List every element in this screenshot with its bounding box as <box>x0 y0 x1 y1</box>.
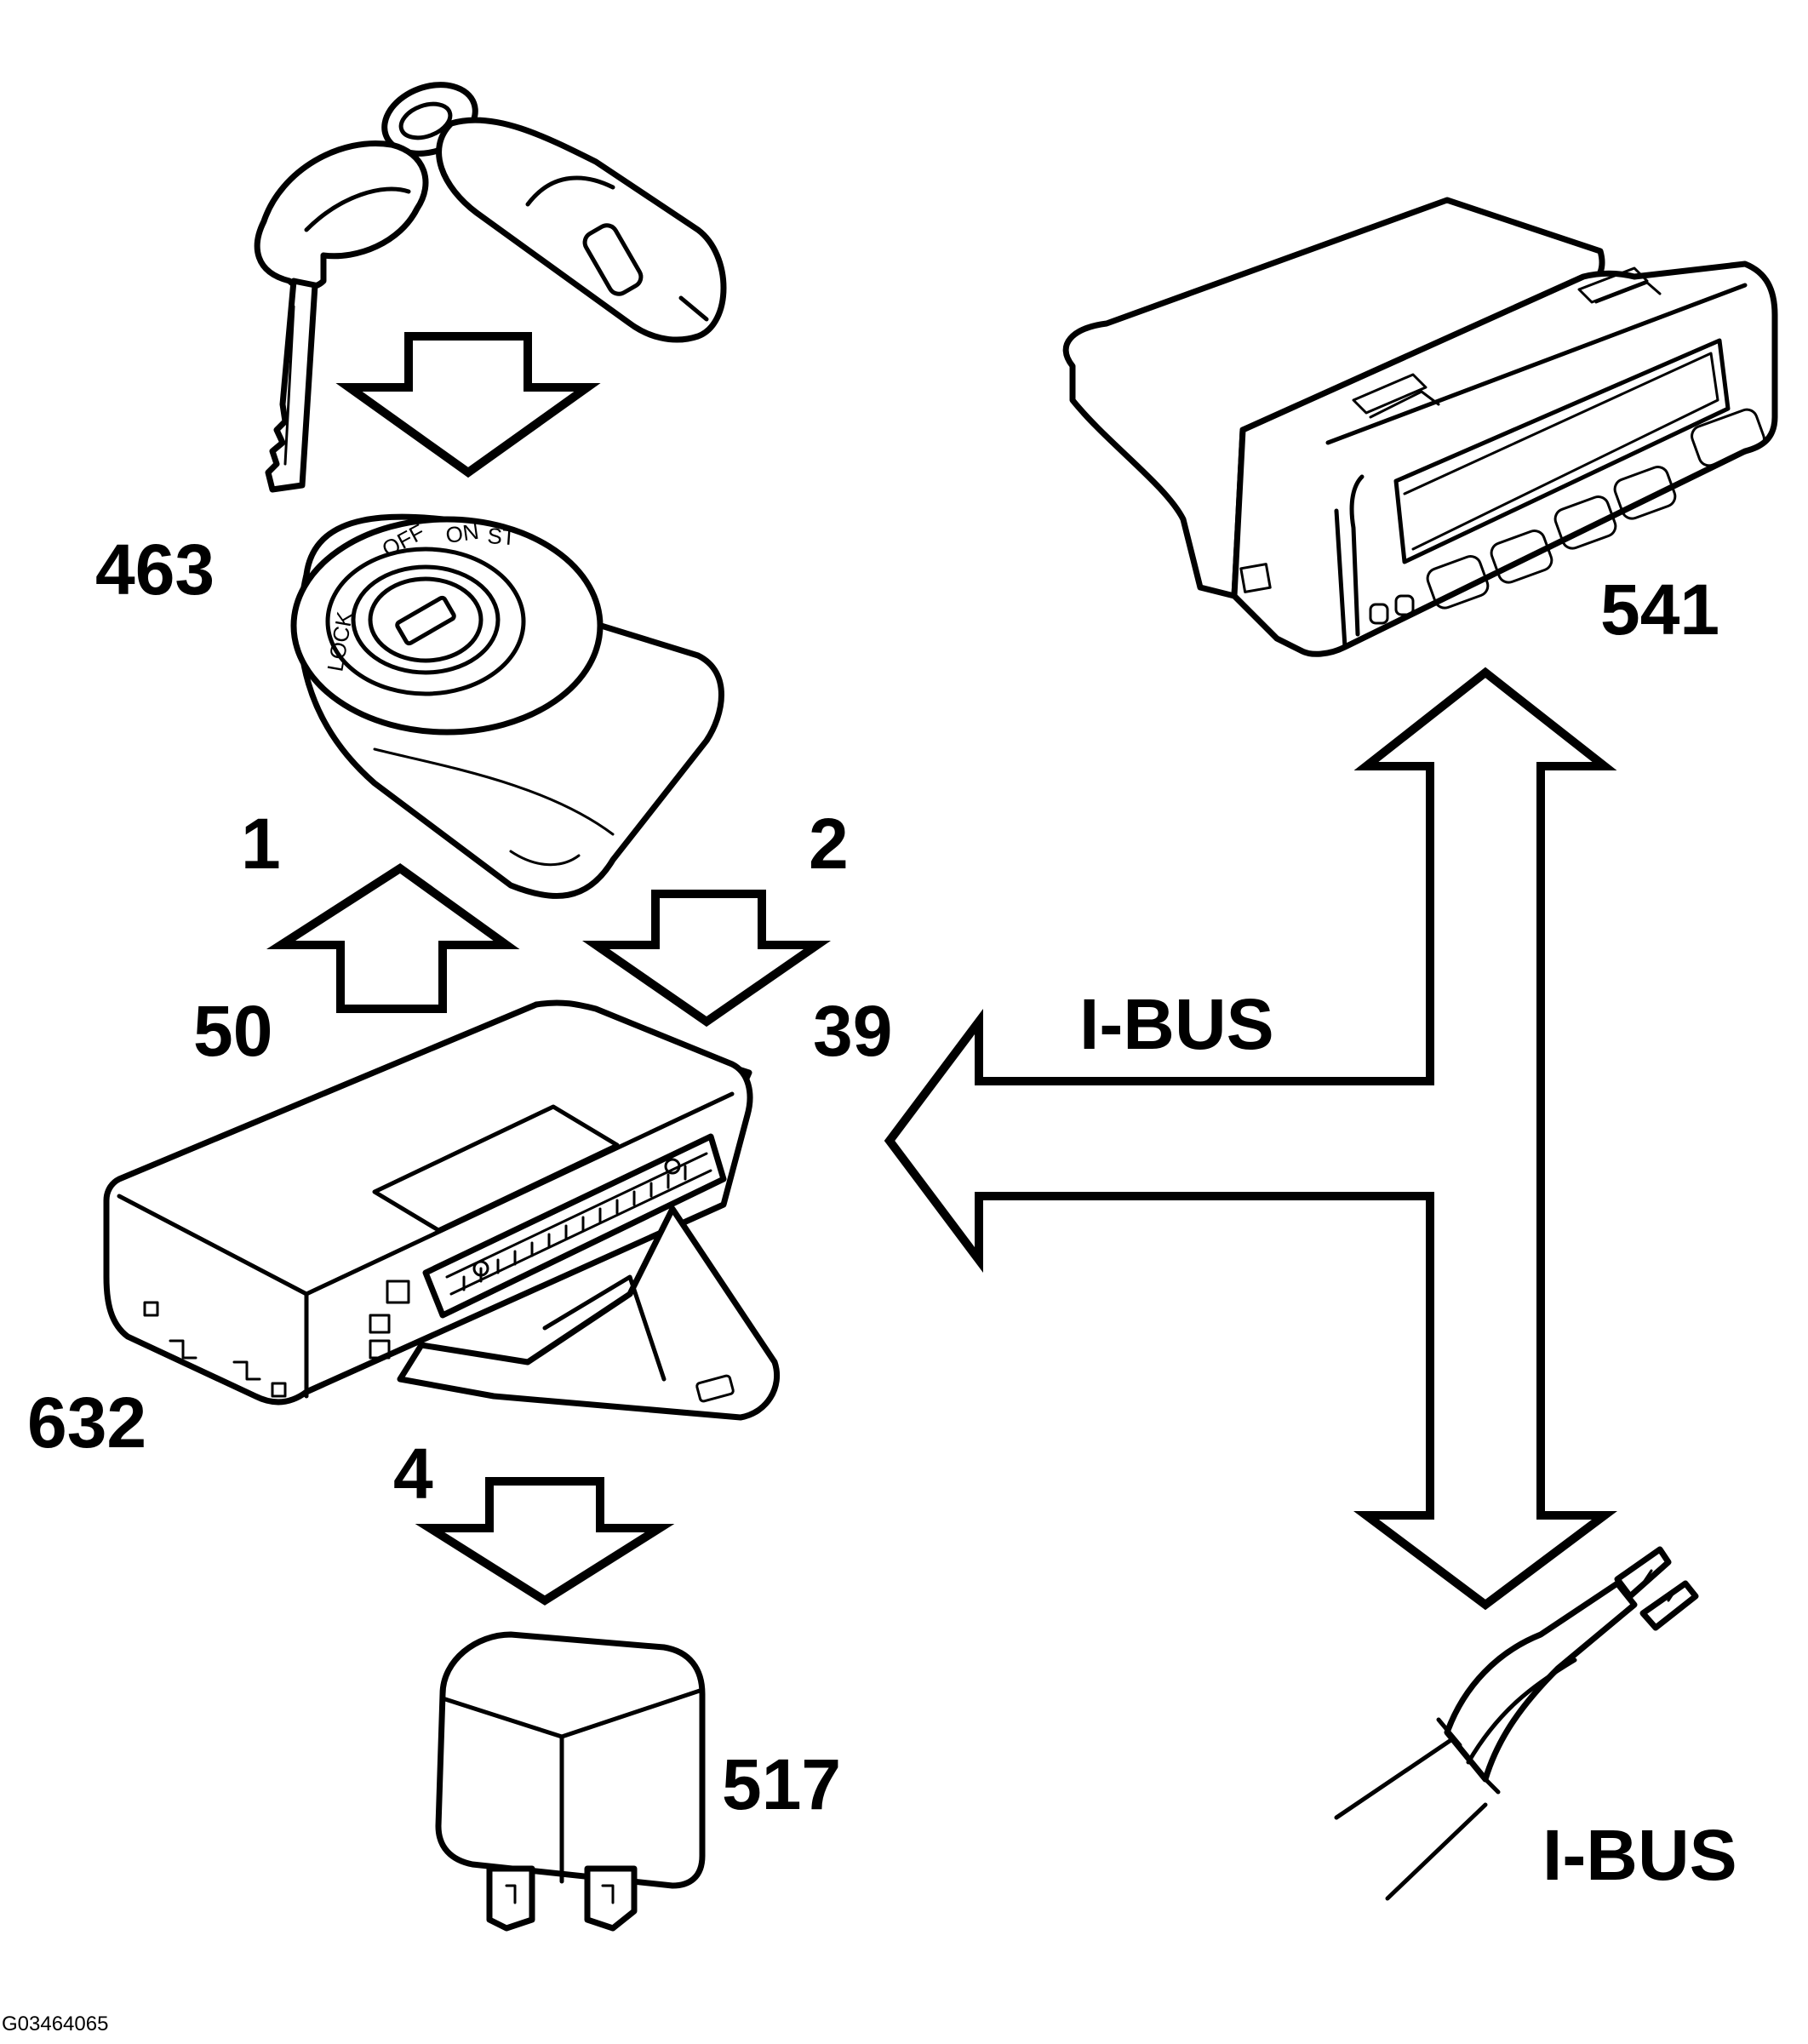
key-fob-icon <box>254 82 727 493</box>
up-arrow-icon <box>266 862 520 1013</box>
down-arrow-icon <box>415 1477 675 1606</box>
terminal-50-label: 50 <box>193 991 272 1071</box>
relay-label: 517 <box>722 1744 841 1824</box>
down-arrow-icon <box>335 332 601 478</box>
ignition-switch-icon: LOCK OFF ON ST <box>290 513 724 899</box>
control-module-label: 632 <box>27 1383 146 1463</box>
switch-start-marking: ST <box>487 523 517 550</box>
arrow-2-label: 2 <box>809 804 849 884</box>
display-module-icon <box>1062 197 1778 657</box>
terminal-39-label: 39 <box>813 991 892 1071</box>
ibus-cable-icon <box>1334 1546 1699 1901</box>
switch-on-marking: ON <box>444 518 481 548</box>
arrow-1-label: 1 <box>241 804 281 884</box>
ibus-arrows <box>884 667 1617 1611</box>
relay-icon <box>435 1631 706 1932</box>
figure-id: G03464065 <box>2 2013 108 2035</box>
arrow-4-label: 4 <box>393 1434 433 1514</box>
ignition-switch-label: 463 <box>95 530 215 610</box>
ibus-lower-label: I-BUS <box>1542 1815 1737 1895</box>
down-right-arrow-icon <box>581 890 832 1028</box>
display-module-label: 541 <box>1600 570 1719 650</box>
ibus-upper-label: I-BUS <box>1079 984 1274 1064</box>
control-module-icon <box>103 999 781 1421</box>
